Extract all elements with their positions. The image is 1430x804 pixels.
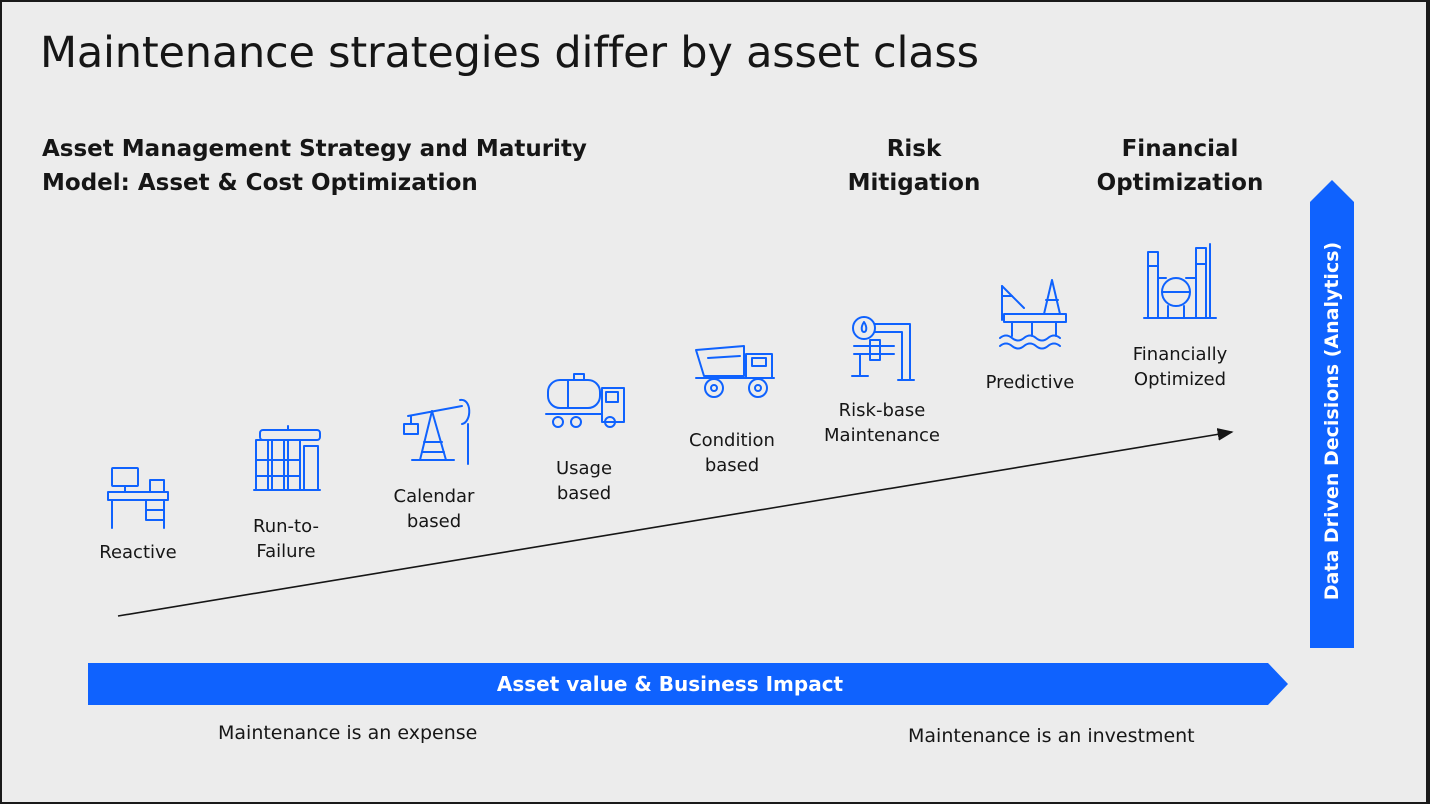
- step-label-reactive: Reactive: [99, 542, 177, 563]
- maturity-trend-arrow: [117, 428, 1234, 617]
- industrial-machine-icon: [253, 425, 321, 491]
- dump-truck-icon: [695, 345, 775, 398]
- model-subtitle-line-1: Asset Management Strategy and Maturity: [42, 136, 587, 162]
- asset-value-arrow-label: Asset value & Business Impact: [496, 672, 844, 696]
- step-label-usage-based: Usage based: [555, 458, 613, 504]
- risk-heading-line-2: Mitigation: [847, 170, 981, 196]
- step-label-predictive: Predictive: [985, 372, 1075, 393]
- risk-mitigation-heading: Risk Mitigation: [814, 132, 1014, 200]
- step-label-financially-optimized: Financially Optimized: [1132, 344, 1228, 390]
- step-label-condition-based: Condition based: [689, 430, 775, 476]
- financial-heading-line-1: Financial: [1121, 136, 1239, 162]
- model-subtitle-line-2: Model: Asset & Cost Optimization: [42, 170, 478, 196]
- step-label-run-to-failure: Run-to- Failure: [253, 516, 319, 562]
- pipeline-valve-icon: [851, 316, 915, 381]
- financial-heading-line-2: Optimization: [1096, 170, 1264, 196]
- refinery-icon: [1143, 243, 1217, 319]
- asset-value-arrow: [88, 663, 1288, 705]
- financial-optimization-heading: Financial Optimization: [1080, 132, 1280, 200]
- workstation-desk-icon: [107, 467, 169, 529]
- expense-note: Maintenance is an expense: [218, 722, 478, 744]
- data-driven-arrow: [1310, 180, 1354, 648]
- tanker-truck-icon: [545, 373, 625, 428]
- offshore-rig-icon: [999, 279, 1067, 350]
- step-label-calendar-based: Calendar based: [393, 486, 475, 532]
- oil-pump-jack-icon: [403, 398, 471, 465]
- investment-note: Maintenance is an investment: [908, 725, 1195, 747]
- page-title: Maintenance strategies differ by asset c…: [40, 28, 979, 78]
- data-driven-arrow-label: Data Driven Decisions (Analytics): [1321, 241, 1343, 601]
- step-label-risk-based-maintenance: Risk-base Maintenance: [824, 400, 940, 446]
- model-subtitle: Asset Management Strategy and Maturity M…: [42, 132, 587, 200]
- risk-heading-line-1: Risk: [886, 136, 942, 162]
